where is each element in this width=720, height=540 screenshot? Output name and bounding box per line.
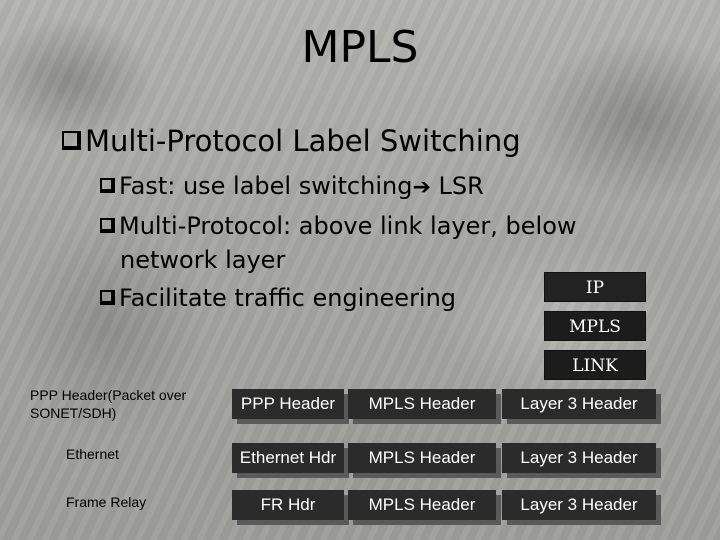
main-bullet: Multi-Protocol Label Switching <box>62 124 521 158</box>
layer3-header-cell: Layer 3 Header <box>502 490 656 520</box>
sub-bullet-fast-text: Fast: use label switching <box>119 172 413 200</box>
mpls-header-cell: MPLS Header <box>348 389 496 419</box>
layer3-header-cell: Layer 3 Header <box>502 443 656 473</box>
stack-layer-ip: IP <box>544 272 646 302</box>
layer3-header-cell: Layer 3 Header <box>502 389 656 419</box>
sub-bullet-fast: Fast: use label switching➔ LSR <box>100 172 484 200</box>
ethernet-header-cell: Ethernet Hdr <box>232 443 344 473</box>
right-arrow-icon: ➔ <box>412 175 431 200</box>
checkbox-bullet-icon <box>100 178 115 193</box>
sub-bullet-traffic: Facilitate traffic engineering <box>100 284 456 312</box>
checkbox-bullet-icon <box>100 290 115 305</box>
sub-bullet-fast-suffix: LSR <box>430 172 484 200</box>
row-label-ethernet: Ethernet <box>66 446 119 462</box>
sub-bullet-traffic-text: Facilitate traffic engineering <box>119 284 457 312</box>
mpls-header-cell: MPLS Header <box>348 443 496 473</box>
slide-title: MPLS <box>301 22 419 73</box>
checkbox-bullet-icon <box>62 131 81 150</box>
stack-layer-link: LINK <box>544 350 646 380</box>
sub-bullet-multi: Multi-Protocol: above link layer, below <box>100 212 577 240</box>
row-label-frame-relay: Frame Relay <box>66 494 147 510</box>
sub-bullet-multi-continuation: network layer <box>120 246 286 274</box>
sub-bullet-multi-text: Multi-Protocol: above link layer, below <box>119 212 577 240</box>
row-label-ppp: PPP Header(Packet over SONET/SDH) <box>30 387 187 421</box>
checkbox-bullet-icon <box>100 218 115 233</box>
main-bullet-text: Multi-Protocol Label Switching <box>85 124 521 158</box>
mpls-header-cell: MPLS Header <box>348 490 496 520</box>
ppp-header-cell: PPP Header <box>232 389 344 419</box>
fr-header-cell: FR Hdr <box>232 490 344 520</box>
stack-layer-mpls: MPLS <box>544 311 646 341</box>
